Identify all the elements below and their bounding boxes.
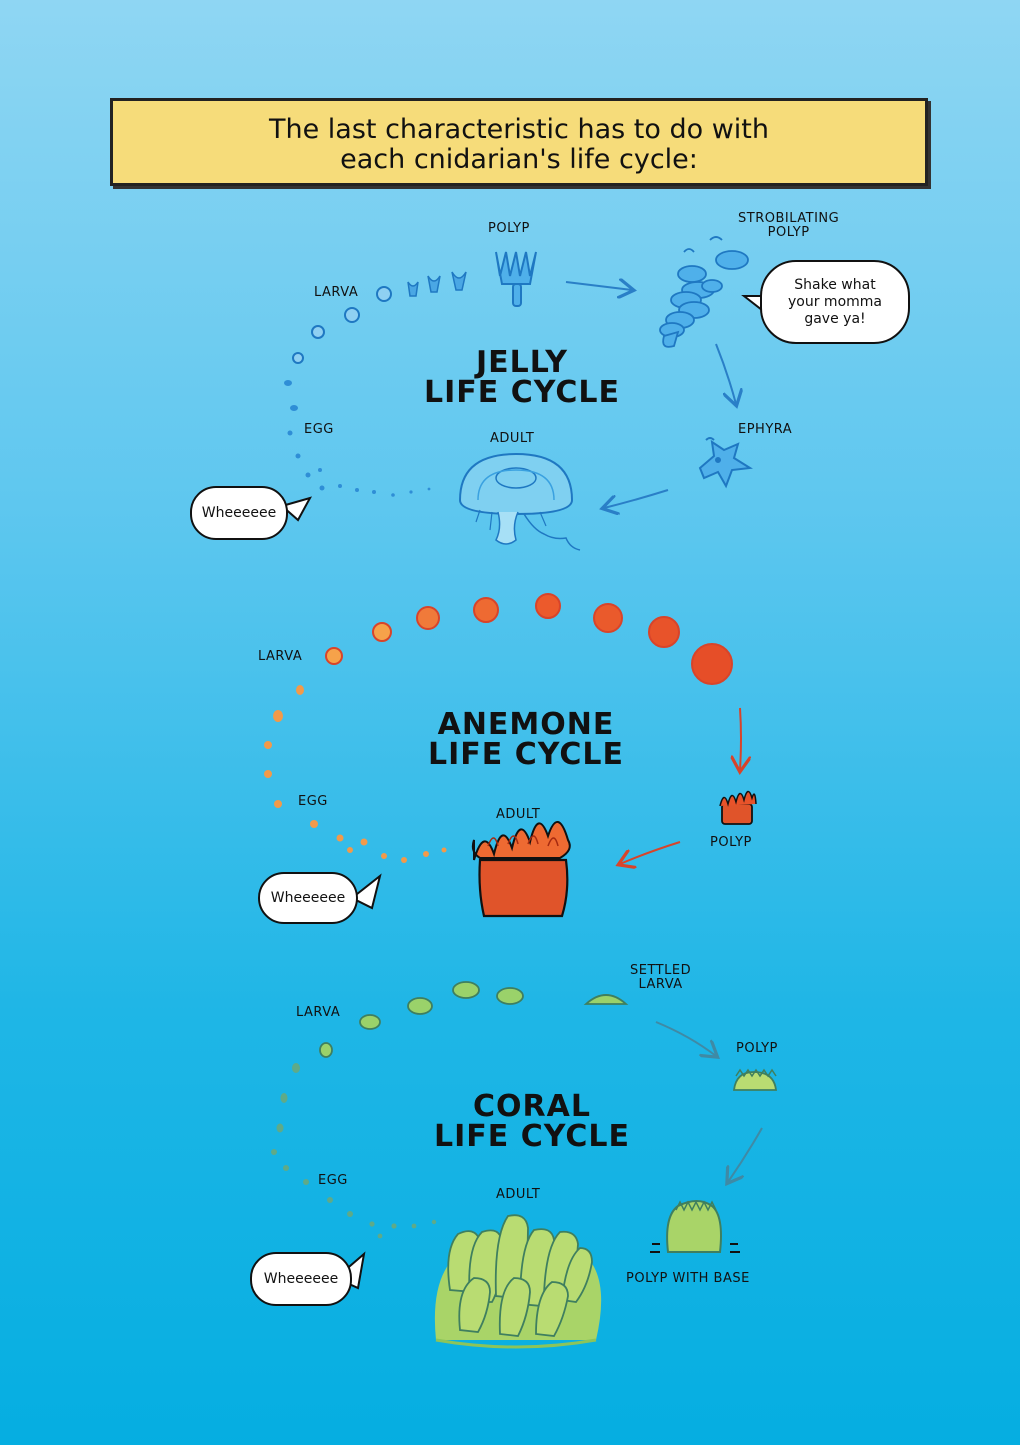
coral-settled-larva-label: SETTLED LARVA [630, 964, 691, 992]
anemone-title-line-1: ANEMONE [437, 707, 615, 742]
jelly-strobilating-bubble-line-3: gave ya! [804, 310, 866, 327]
coral-polyp [732, 1068, 778, 1091]
anemone-cycle-art [264, 593, 757, 918]
jelly-strobilating-line-2: POLYP [767, 225, 810, 240]
jelly-title-line-1: JELLY [476, 345, 568, 380]
anemone-adult [471, 821, 571, 918]
caption-line-1: The last characteristic has to do with [269, 114, 769, 145]
anemone-egg-dots [264, 685, 447, 863]
anemone-speech-bubble: Wheeeeee [258, 872, 358, 924]
coral-cycle-art [271, 981, 778, 1349]
jelly-speech-bubble: Wheeeeee [190, 486, 288, 540]
anemone-larvae [325, 593, 733, 685]
jelly-strobilating-bubble-line-2: your momma [788, 293, 882, 310]
coral-settled-larva [583, 994, 629, 1005]
anemone-polyp-label: POLYP [710, 835, 752, 850]
jelly-early-polyps [407, 271, 467, 297]
coral-settled-line-2: LARVA [638, 977, 683, 992]
anemone-polyp [719, 790, 757, 825]
caption-line-2: each cnidarian's life cycle: [340, 144, 698, 175]
jelly-polyp [495, 251, 537, 307]
coral-title: CORAL LIFE CYCLE [422, 1092, 642, 1152]
jelly-larva [292, 286, 392, 364]
jelly-ephyra-label: EPHYRA [738, 422, 793, 437]
jelly-strobilating-label: STROBILATING POLYP [738, 212, 839, 240]
coral-adult [434, 1214, 602, 1349]
coral-title-line-1: CORAL [473, 1089, 591, 1124]
jelly-cycle-art [279, 236, 766, 551]
coral-title-line-2: LIFE CYCLE [433, 1119, 630, 1154]
jelly-egg-dots [284, 380, 431, 497]
coral-speech-bubble: Wheeeeee [250, 1252, 352, 1306]
jelly-adult-label: ADULT [490, 431, 535, 446]
coral-egg-label: EGG [318, 1173, 348, 1188]
coral-larvae [319, 981, 524, 1058]
coral-larva-label: LARVA [296, 1005, 341, 1020]
jelly-strobilating-bubble-line-1: Shake what [794, 276, 876, 293]
jelly-strobilating-polyp [659, 236, 749, 348]
jelly-larva-label: LARVA [314, 285, 359, 300]
jelly-polyp-label: POLYP [488, 221, 530, 236]
coral-polyp-with-base-label: POLYP WITH BASE [626, 1271, 750, 1286]
anemone-egg-label: EGG [298, 794, 328, 809]
jelly-title-line-2: LIFE CYCLE [423, 375, 620, 410]
coral-adult-label: ADULT [496, 1187, 541, 1202]
caption-box: The last characteristic has to do with e… [110, 98, 928, 186]
anemone-title: ANEMONE LIFE CYCLE [404, 710, 648, 770]
jelly-adult [458, 452, 581, 551]
anemone-larva-label: LARVA [258, 649, 303, 664]
jelly-strobilating-line-1: STROBILATING [738, 211, 840, 226]
coral-egg-dots [271, 1063, 437, 1239]
jelly-title: JELLY LIFE CYCLE [412, 348, 632, 408]
coral-polyp-with-base [650, 1200, 740, 1253]
jelly-ephyra [698, 437, 753, 489]
anemone-adult-label: ADULT [496, 807, 541, 822]
jelly-strobilating-speech-bubble: Shake what your momma gave ya! [760, 260, 910, 344]
anemone-title-line-2: LIFE CYCLE [427, 737, 624, 772]
coral-polyp-label: POLYP [736, 1041, 778, 1056]
jelly-egg-label: EGG [304, 422, 334, 437]
coral-settled-line-1: SETTLED [630, 963, 692, 978]
